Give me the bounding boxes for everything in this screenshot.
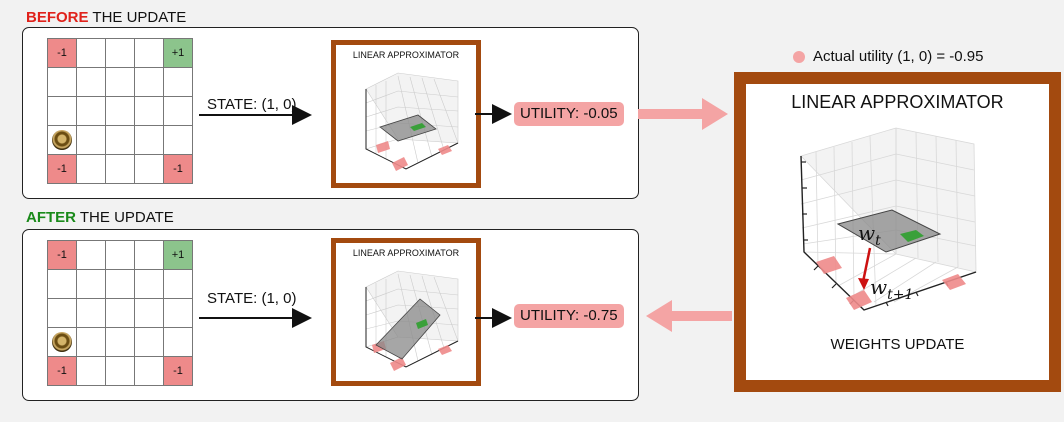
big-approximator-title: LINEAR APPROXIMATOR: [791, 92, 1004, 112]
big-linear-approximator: LINEAR APPROXIMATOR wt wt+1 WEIGHTS UPDA: [734, 72, 1061, 392]
before-title-rest: THE UPDATE: [88, 9, 187, 26]
before-panel: -1 +1 -1 -1 STATE: (1, 0) LINEAR APPROXIMAT…: [22, 27, 639, 199]
before-gridworld: -1 +1 -1 -1: [47, 38, 193, 184]
grid-cell: [135, 97, 164, 126]
before-state-label: STATE: (1, 0): [207, 96, 297, 113]
after-section-title: AFTER THE UPDATE: [26, 209, 174, 226]
before-approximator-title: LINEAR APPROXIMATOR: [352, 50, 460, 60]
grid-cell: [106, 241, 135, 270]
grid-cell: [135, 68, 164, 97]
grid-cell: [135, 39, 164, 68]
grid-cell: +1: [164, 39, 193, 68]
grid-cell: [106, 68, 135, 97]
grid-cell: [48, 328, 77, 357]
cell-reward-label: +1: [171, 47, 185, 59]
grid-cell: [164, 328, 193, 357]
grid-cell: [164, 270, 193, 299]
grid-cell: [135, 328, 164, 357]
cell-reward-label: -1: [173, 365, 183, 377]
grid-cell: [164, 126, 193, 155]
grid-cell: [77, 97, 106, 126]
grid-cell: -1: [48, 357, 77, 386]
grid-cell: -1: [164, 357, 193, 386]
grid-cell: [77, 126, 106, 155]
weight-current-label: wt: [858, 221, 881, 249]
from-big-approximator-arrow: [646, 300, 732, 332]
grid-cell: -1: [48, 39, 77, 68]
grid-cell: [135, 126, 164, 155]
cell-reward-label: -1: [173, 163, 183, 175]
before-section-title: BEFORE THE UPDATE: [26, 9, 186, 26]
after-state-label: STATE: (1, 0): [207, 290, 297, 307]
cell-reward-label: -1: [57, 249, 67, 261]
grid-cell: [106, 357, 135, 386]
grid-cell: [77, 241, 106, 270]
grid-cell: [48, 299, 77, 328]
after-panel: -1 +1 -1 -1 STATE: (1, 0) LINEAR APPROXIMAT…: [22, 229, 639, 401]
grid-cell: [48, 68, 77, 97]
grid-cell: [135, 299, 164, 328]
cell-reward-label: -1: [57, 47, 67, 59]
big-approximator-subtitle: WEIGHTS UPDATE: [830, 336, 965, 353]
after-approximator-title: LINEAR APPROXIMATOR: [352, 248, 460, 258]
grid-cell: -1: [48, 241, 77, 270]
grid-cell: [77, 270, 106, 299]
grid-cell: [48, 97, 77, 126]
grid-cell: [164, 97, 193, 126]
pink-dot-icon: [793, 50, 805, 63]
agent-icon: [52, 130, 72, 150]
grid-cell: [77, 328, 106, 357]
grid-cell: [135, 270, 164, 299]
grid-cell: [135, 155, 164, 184]
grid-cell: [135, 357, 164, 386]
before-linear-approximator: LINEAR APPROXIMATOR: [331, 40, 481, 188]
to-big-approximator-arrow: [638, 98, 728, 130]
agent-icon: [52, 332, 72, 352]
grid-cell: [77, 357, 106, 386]
grid-cell: [106, 299, 135, 328]
before-utility-label: UTILITY: -0.05: [514, 102, 624, 126]
grid-cell: [106, 270, 135, 299]
grid-cell: -1: [164, 155, 193, 184]
grid-cell: [77, 155, 106, 184]
grid-cell: -1: [48, 155, 77, 184]
before-keyword: BEFORE: [26, 9, 89, 26]
grid-cell: [77, 68, 106, 97]
cell-reward-label: -1: [57, 163, 67, 175]
grid-cell: [106, 39, 135, 68]
grid-cell: [77, 39, 106, 68]
legend: Actual utility (1, 0) = -0.95: [793, 48, 984, 65]
cell-reward-label: +1: [171, 249, 185, 261]
weight-next-label: wt+1: [870, 275, 913, 303]
grid-cell: [106, 328, 135, 357]
after-title-rest: THE UPDATE: [76, 209, 174, 226]
after-gridworld: -1 +1 -1 -1: [47, 240, 193, 386]
after-keyword: AFTER: [26, 209, 76, 226]
after-approximator-plot: [365, 270, 459, 371]
after-utility-label: UTILITY: -0.75: [514, 304, 624, 328]
grid-cell: [48, 270, 77, 299]
grid-cell: [48, 126, 77, 155]
grid-cell: [164, 299, 193, 328]
cell-reward-label: -1: [57, 365, 67, 377]
grid-cell: [106, 126, 135, 155]
legend-label: Actual utility (1, 0) = -0.95: [813, 48, 984, 65]
grid-cell: [164, 68, 193, 97]
big-approximator-plot: wt wt+1: [800, 127, 977, 311]
grid-cell: [135, 241, 164, 270]
grid-cell: [106, 155, 135, 184]
grid-cell: [106, 97, 135, 126]
grid-cell: +1: [164, 241, 193, 270]
before-approximator-plot: [365, 72, 459, 171]
after-linear-approximator: LINEAR APPROXIMATOR: [331, 238, 481, 386]
grid-cell: [77, 299, 106, 328]
